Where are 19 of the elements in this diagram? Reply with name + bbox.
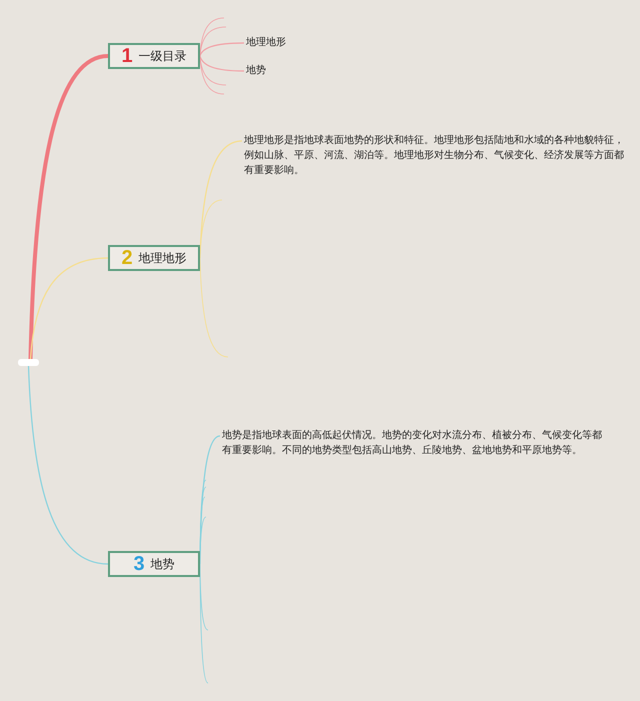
topic-box xyxy=(108,245,200,271)
branch-line xyxy=(28,366,108,565)
topic-number: 2 xyxy=(121,246,133,270)
topic-box xyxy=(108,43,200,69)
branch-line xyxy=(30,257,108,360)
branch-line xyxy=(199,56,244,72)
branch-line xyxy=(199,42,244,56)
topic-title: 一级目录 xyxy=(138,48,187,64)
description-text: 地理地形是指地球表面地势的形状和特征。地理地形包括陆地和水域的各种地貌特征，例如山脉、平原、河流、湖泊等。地理地形对生物分布、气候变化、经济发展等方面都有重要影响。 xyxy=(244,133,629,178)
topic-number: 1 xyxy=(121,44,133,68)
description-text: 地势是指地球表面的高低起伏情况。地势的变化对水流分布、植被分布、气候变化等都有重要影响。不同的地势类型包括高山地势、丘陵地势、盆地地势和平原地势等。 xyxy=(222,428,602,458)
topic-title: 地势 xyxy=(150,556,175,572)
topic-number: 3 xyxy=(133,552,145,576)
root-node xyxy=(18,359,39,366)
subtopic-label: 地势 xyxy=(246,63,286,78)
topic-box xyxy=(108,551,200,577)
branch-line xyxy=(28,54,108,360)
subtopic-label: 地理地形 xyxy=(246,35,306,50)
topic-title: 地理地形 xyxy=(138,250,187,266)
